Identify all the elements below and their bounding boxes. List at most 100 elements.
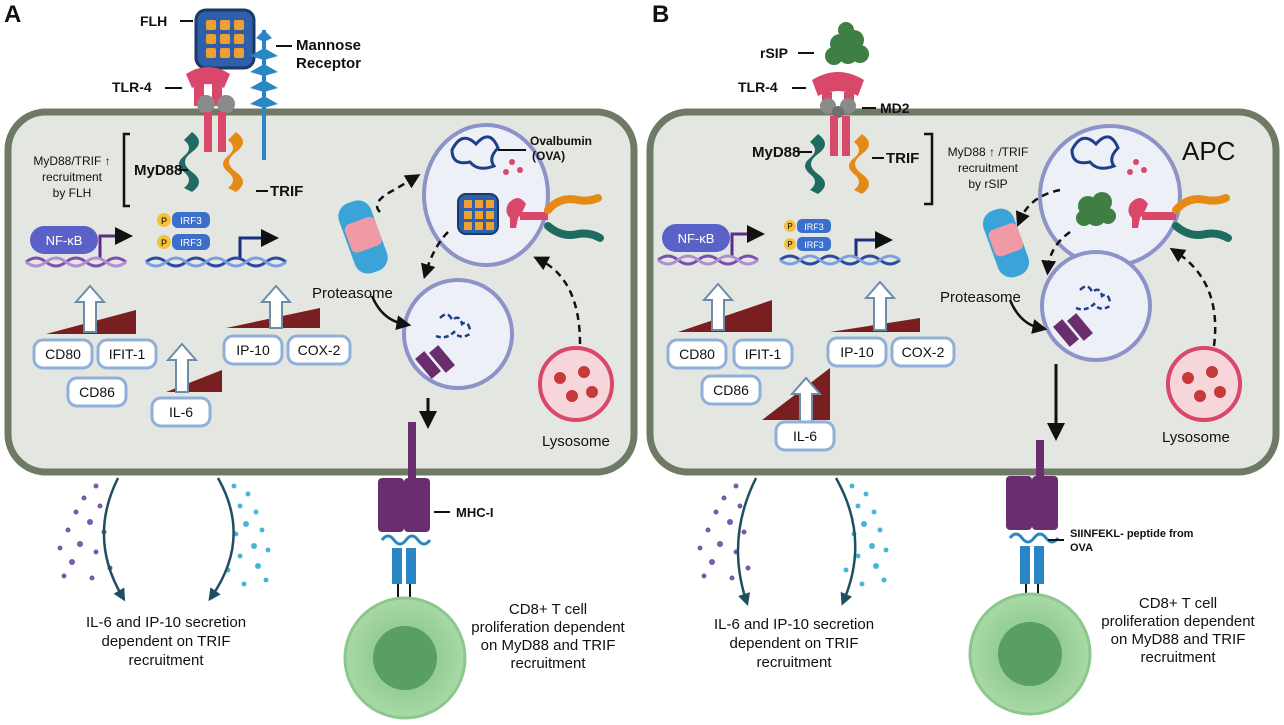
secretion-text-a-3: recruitment: [128, 652, 204, 669]
panel-a: A FLH Mannose Receptor: [4, 1, 638, 720]
proteasome-b: [982, 208, 1030, 278]
recruitment-note-a-3: by FLH: [53, 186, 92, 200]
nfkb-label-b: NF-κB: [678, 231, 715, 246]
lysosome-a: [538, 346, 614, 422]
lysosome-label-a: Lysosome: [542, 433, 610, 450]
tcell-text-a-1: CD8+ T cell: [509, 601, 587, 618]
endosome-b: [1038, 124, 1182, 268]
lysosome-label-b: Lysosome: [1162, 429, 1230, 446]
myd88-adaptor-a: [179, 132, 199, 192]
panel-b-letter: B: [652, 1, 669, 28]
tcell-text-b-1: CD8+ T cell: [1139, 595, 1217, 612]
lysosome-b: [1166, 346, 1242, 422]
marker-ifit1-b: IFIT-1: [745, 346, 782, 362]
recruitment-note-b-3: by rSIP: [968, 177, 1007, 191]
tcell-text-b-3: on MyD88 and TRIF: [1111, 631, 1246, 648]
apc-label: APC: [1182, 136, 1235, 166]
tlr4-receptor-a: [186, 67, 235, 152]
irf3-label-b-1: IRF3: [804, 222, 824, 232]
marker-cox2-a: COX-2: [298, 342, 341, 358]
trif-outside-b: [1172, 194, 1230, 214]
trif-outside-a: [544, 194, 602, 214]
degradation-vesicle-b: [1040, 250, 1152, 362]
marker-il6-b: IL-6: [793, 428, 817, 444]
tcell-text-a-2: proliferation dependent: [471, 619, 625, 636]
flh-ligand: [194, 8, 256, 70]
tlr4-label-b: TLR-4: [738, 79, 778, 95]
secretion-text-a-2: dependent on TRIF: [102, 633, 231, 650]
svg-text:P: P: [787, 240, 792, 249]
marker-ifit1-a: IFIT-1: [109, 346, 146, 362]
secretion-il6-b: [697, 483, 751, 581]
myd88-adaptor-b: [805, 134, 825, 194]
up-arrow-cd80-b: [701, 282, 735, 331]
endosome-a: [422, 123, 550, 267]
degradation-vesicle-a: [402, 278, 514, 390]
ova-label-2: (OVA): [532, 149, 565, 163]
up-arrow-ip10-a: [259, 284, 293, 329]
proteasome-a: [338, 200, 388, 274]
nfkb-a: NF-κB: [30, 226, 133, 258]
trif-adaptor-a: [223, 132, 243, 192]
secretion-text-b-2: dependent on TRIF: [730, 635, 859, 652]
peptide-label-2: OVA: [1070, 542, 1093, 554]
tcell-b: [968, 592, 1092, 716]
tcell-text-b-4: recruitment: [1140, 649, 1216, 666]
svg-text:P: P: [787, 222, 792, 231]
rsip-ligand: [825, 22, 869, 65]
marker-cox2-b: COX-2: [902, 344, 945, 360]
dna-nfkb-b: [657, 254, 759, 266]
ova-label-1: Ovalbumin: [530, 134, 592, 148]
secretion-il6-a: [57, 483, 113, 581]
up-arrow-cd80-a: [73, 284, 107, 333]
tcell-text-a-4: recruitment: [510, 655, 586, 672]
myd88-outside-b: [1172, 222, 1232, 242]
svg-text:P: P: [161, 238, 167, 248]
tcell-a: [343, 596, 467, 720]
tcell-text-b-2: proliferation dependent: [1101, 613, 1255, 630]
mhc-label: MHC-I: [456, 505, 494, 520]
irf3-label-a-2: IRF3: [180, 238, 202, 249]
dna-nfkb-a: [25, 256, 127, 268]
trif-label-b: TRIF: [886, 150, 919, 167]
secretion-ip10-b: [843, 483, 889, 587]
flh-label: FLH: [140, 13, 167, 29]
svg-text:P: P: [161, 216, 167, 226]
marker-pills-a: CD80 IFIT-1 CD86 IL-6 IP-10 COX-2: [32, 334, 352, 428]
tlr4-receptor-b: [812, 72, 864, 156]
proteasome-label-a: Proteasome: [312, 285, 393, 302]
irf3-label-b-2: IRF3: [804, 240, 824, 250]
marker-cd80-a: CD80: [45, 346, 81, 362]
myd88-label-b: MyD88: [752, 144, 800, 161]
tcell-text-a-3: on MyD88 and TRIF: [481, 637, 616, 654]
recruitment-note-a-2: recruitment: [42, 170, 103, 184]
recruitment-note-a-1: MyD88/TRIF ↑: [33, 154, 110, 168]
secretion-text-a-1: IL-6 and IP-10 secretion: [86, 614, 246, 631]
bracket-b: [924, 132, 934, 206]
mannose-receptor: [250, 30, 278, 160]
irf3-a: P P IRF3 IRF3: [157, 212, 279, 258]
recruitment-note-b-1: MyD88 ↑ /TRIF: [948, 145, 1029, 159]
trif-adaptor-b: [849, 134, 869, 194]
up-arrow-il6-a: [165, 342, 199, 393]
mannose-label-2: Receptor: [296, 55, 361, 72]
marker-il6-a: IL-6: [169, 404, 193, 420]
irf3-label-a-1: IRF3: [180, 216, 202, 227]
marker-cd80-b: CD80: [679, 346, 715, 362]
md2-label: MD2: [880, 100, 910, 116]
marker-pills-b: CD80 IFIT-1 CD86 IL-6 IP-10 COX-2: [666, 336, 956, 452]
mannose-label-1: Mannose: [296, 37, 361, 54]
bracket-a: [122, 132, 130, 208]
panel-a-letter: A: [4, 1, 21, 28]
mhc-i-a: [378, 422, 432, 600]
marker-ip10-b: IP-10: [840, 344, 874, 360]
tlr4-label-a: TLR-4: [112, 79, 152, 95]
dna-irf3-a: [145, 256, 287, 268]
secretion-text-b-3: recruitment: [756, 654, 832, 671]
nfkb-b: NF-κB: [662, 224, 765, 256]
nfkb-label-a: NF-κB: [46, 233, 83, 248]
marker-cd86-a: CD86: [79, 384, 115, 400]
myd88-label-a: MyD88: [134, 162, 182, 179]
secretion-text-b-1: IL-6 and IP-10 secretion: [714, 616, 874, 633]
